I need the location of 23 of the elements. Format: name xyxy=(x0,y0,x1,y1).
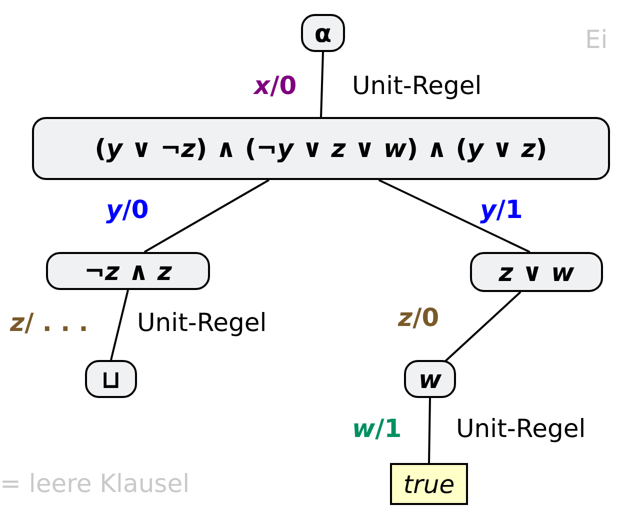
terminal-box xyxy=(390,463,468,505)
formula-text: z ∨ w xyxy=(498,258,574,286)
rule-label: Unit-Regel xyxy=(456,415,586,442)
connector-line xyxy=(110,290,129,360)
formula-text: ⊔ xyxy=(101,364,121,394)
formula-box xyxy=(85,360,137,398)
formula-box xyxy=(32,117,610,180)
formula-text: (y ∨ ¬z) ∧ (¬y ∨ z ∨ w) ∧ (y ∨ z) xyxy=(94,134,548,163)
formula-box xyxy=(470,252,603,292)
connector-line xyxy=(428,398,431,464)
connector-line xyxy=(378,179,530,253)
connector-line xyxy=(144,179,270,253)
rule-label: Unit-Regel xyxy=(352,72,482,100)
formula-text: ¬z ∧ z xyxy=(84,256,172,286)
formula-box xyxy=(404,360,456,398)
formula-text: α xyxy=(314,18,332,48)
formula-text: w xyxy=(418,364,442,394)
formula-box xyxy=(301,14,345,52)
rule-label: Unit-Regel xyxy=(137,309,267,336)
formula-text: true xyxy=(403,470,455,498)
connector-line xyxy=(444,291,522,363)
connector-line xyxy=(320,52,324,118)
formula-box xyxy=(46,252,210,290)
